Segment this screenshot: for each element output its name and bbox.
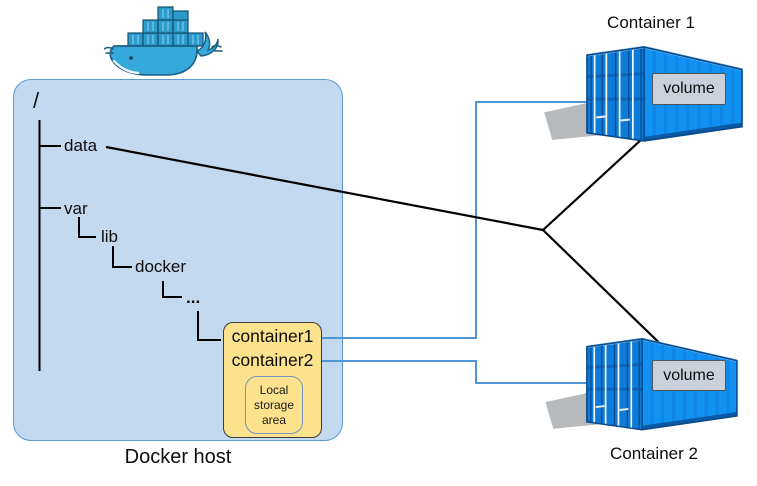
container1-title: Container 1 [607, 13, 695, 32]
docker-host-label: Docker host [124, 446, 232, 468]
tree-node-data: data [64, 136, 98, 155]
tree-node-lib: lib [101, 227, 119, 246]
volume-box-2: volume [652, 360, 726, 391]
line-junction-to-volume1 [542, 103, 681, 231]
volume-box-1: volume [652, 73, 726, 105]
connector-container2 [322, 360, 587, 384]
tree-node-docker: docker [135, 257, 187, 276]
local-storage-area: Local storage area [245, 376, 303, 434]
tree-node-var: var [64, 199, 88, 218]
connector-container1 [322, 101, 587, 339]
container-dirs-box: container1 container2 Local storage area [223, 322, 322, 438]
container2-title: Container 2 [610, 444, 698, 463]
line-junction-to-volume2 [542, 229, 681, 364]
docker-whale-icon [104, 6, 223, 76]
tree-root-label: / [33, 88, 40, 113]
tree-node-ellipsis: ... [186, 288, 201, 307]
container-dir-connectors [322, 101, 587, 384]
dir-container1: container1 [231, 326, 314, 346]
dir-container2: container2 [231, 350, 314, 370]
